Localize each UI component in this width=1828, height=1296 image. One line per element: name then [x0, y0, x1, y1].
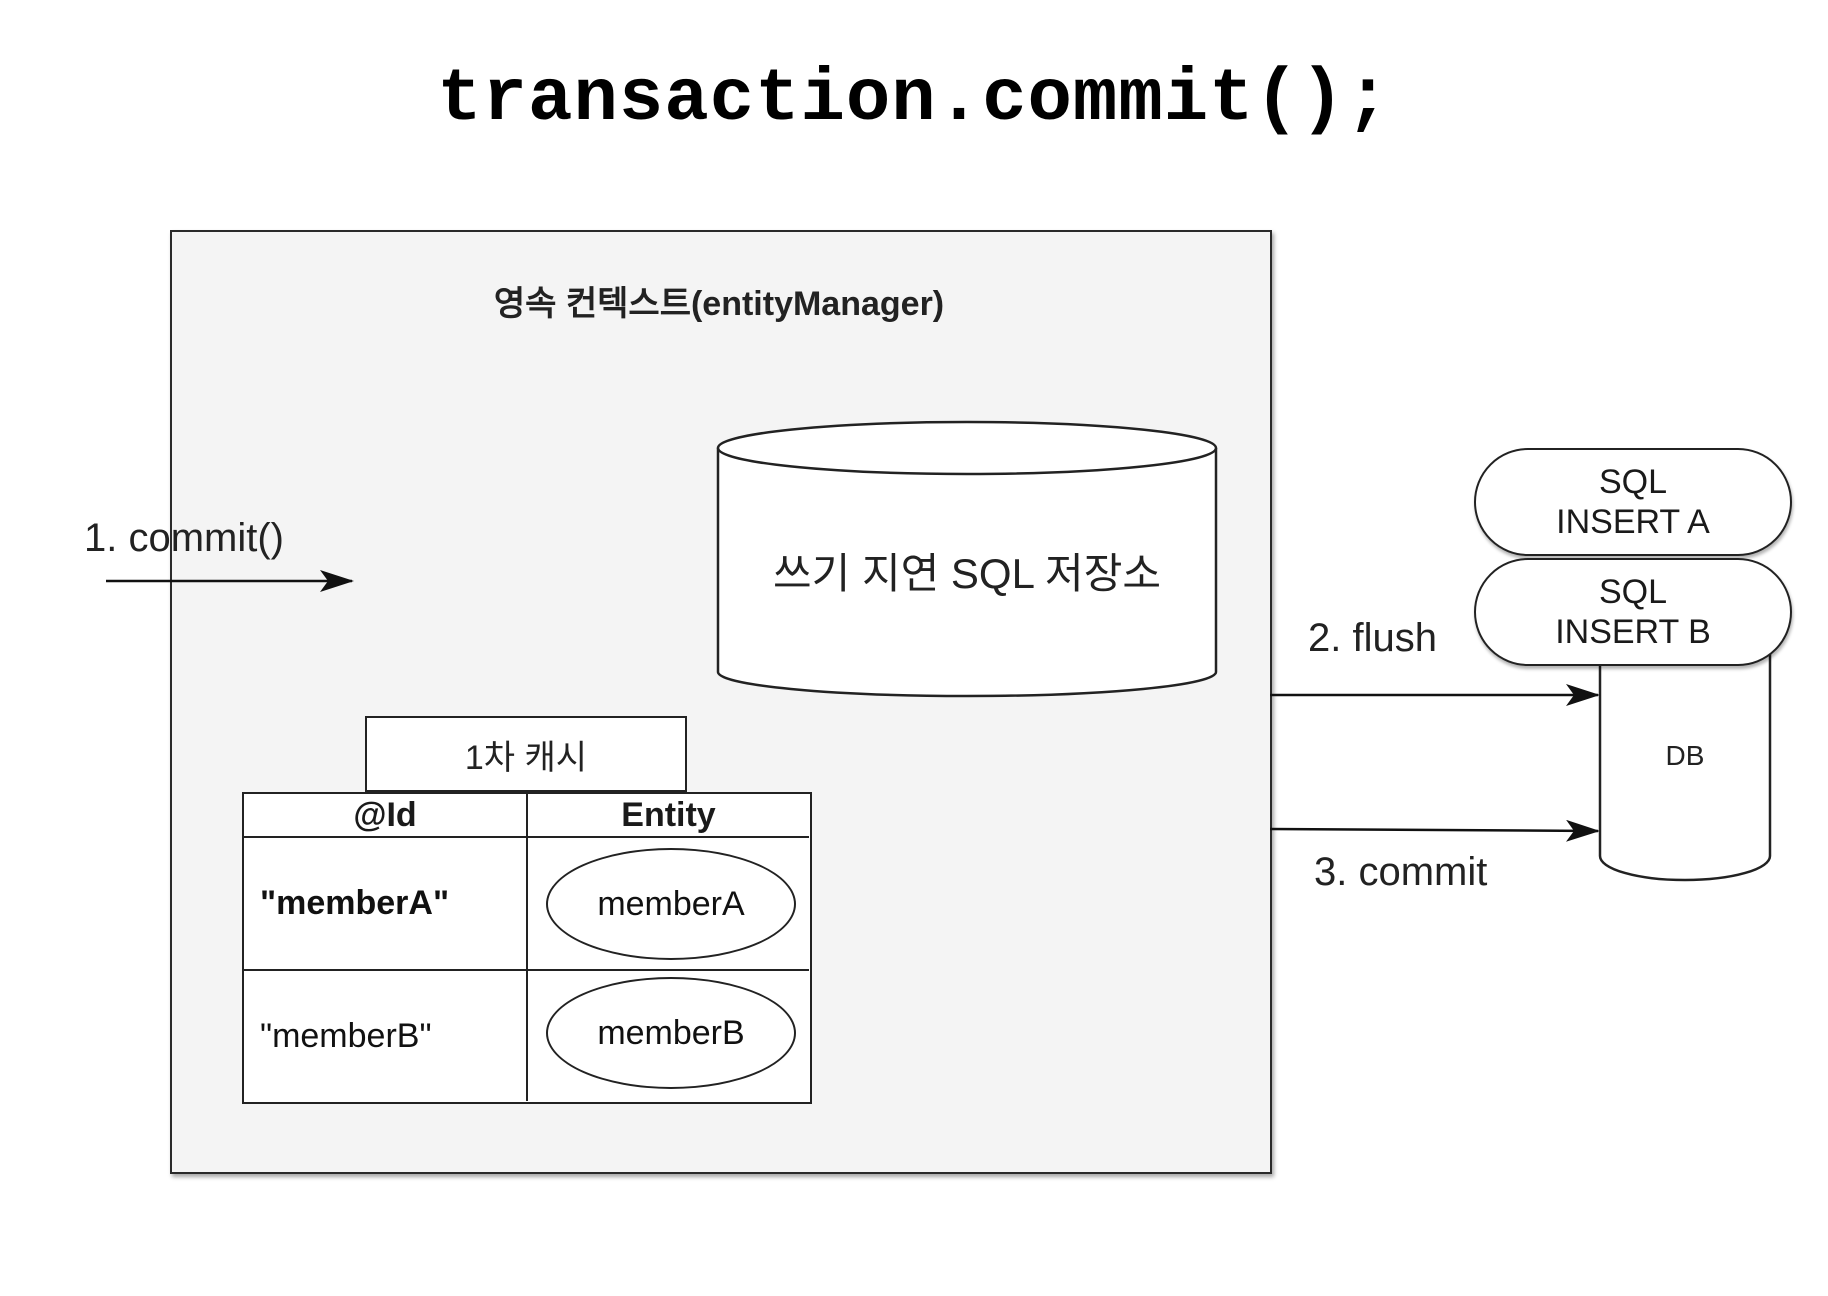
- column-header-id: @Id: [244, 794, 528, 838]
- database-cylinder: [1598, 640, 1772, 882]
- table-row-id: "memberA": [244, 838, 528, 971]
- page-title: transaction.commit();: [437, 58, 1391, 142]
- sql-pill-line2: INSERT B: [1555, 613, 1711, 651]
- sql-insert-b-pill: SQL INSERT B: [1474, 558, 1792, 666]
- first-level-cache-table: @Id Entity "memberA" memberA "memberB" m…: [242, 792, 812, 1104]
- first-level-cache-label: 1차 캐시: [365, 716, 687, 792]
- write-behind-sql-store-cylinder: [716, 420, 1218, 698]
- db-label: DB: [1665, 740, 1705, 771]
- sql-pill-line1: SQL: [1598, 573, 1668, 611]
- db-commit-arrow: [1269, 819, 1600, 842]
- table-row-entity: memberA: [528, 838, 809, 971]
- table-row-entity: memberB: [528, 971, 809, 1101]
- write-behind-store-label: 쓰기 지연 SQL 저장소: [773, 550, 1161, 597]
- sql-insert-a-pill: SQL INSERT A: [1474, 448, 1792, 556]
- step-db-commit-label: 3. commit: [1314, 850, 1488, 894]
- column-header-entity: Entity: [528, 794, 809, 838]
- sql-pill-line2: INSERT A: [1556, 503, 1710, 541]
- entity-oval: memberB: [546, 977, 796, 1089]
- step-commit-label: 1. commit(): [84, 516, 284, 560]
- table-row-id: "memberB": [244, 971, 528, 1101]
- persistence-context-title: 영속 컨텍스트(entityManager): [493, 285, 945, 323]
- entity-oval: memberA: [546, 848, 796, 960]
- sql-pill-line1: SQL: [1598, 463, 1668, 501]
- step-flush-label: 2. flush: [1308, 616, 1437, 660]
